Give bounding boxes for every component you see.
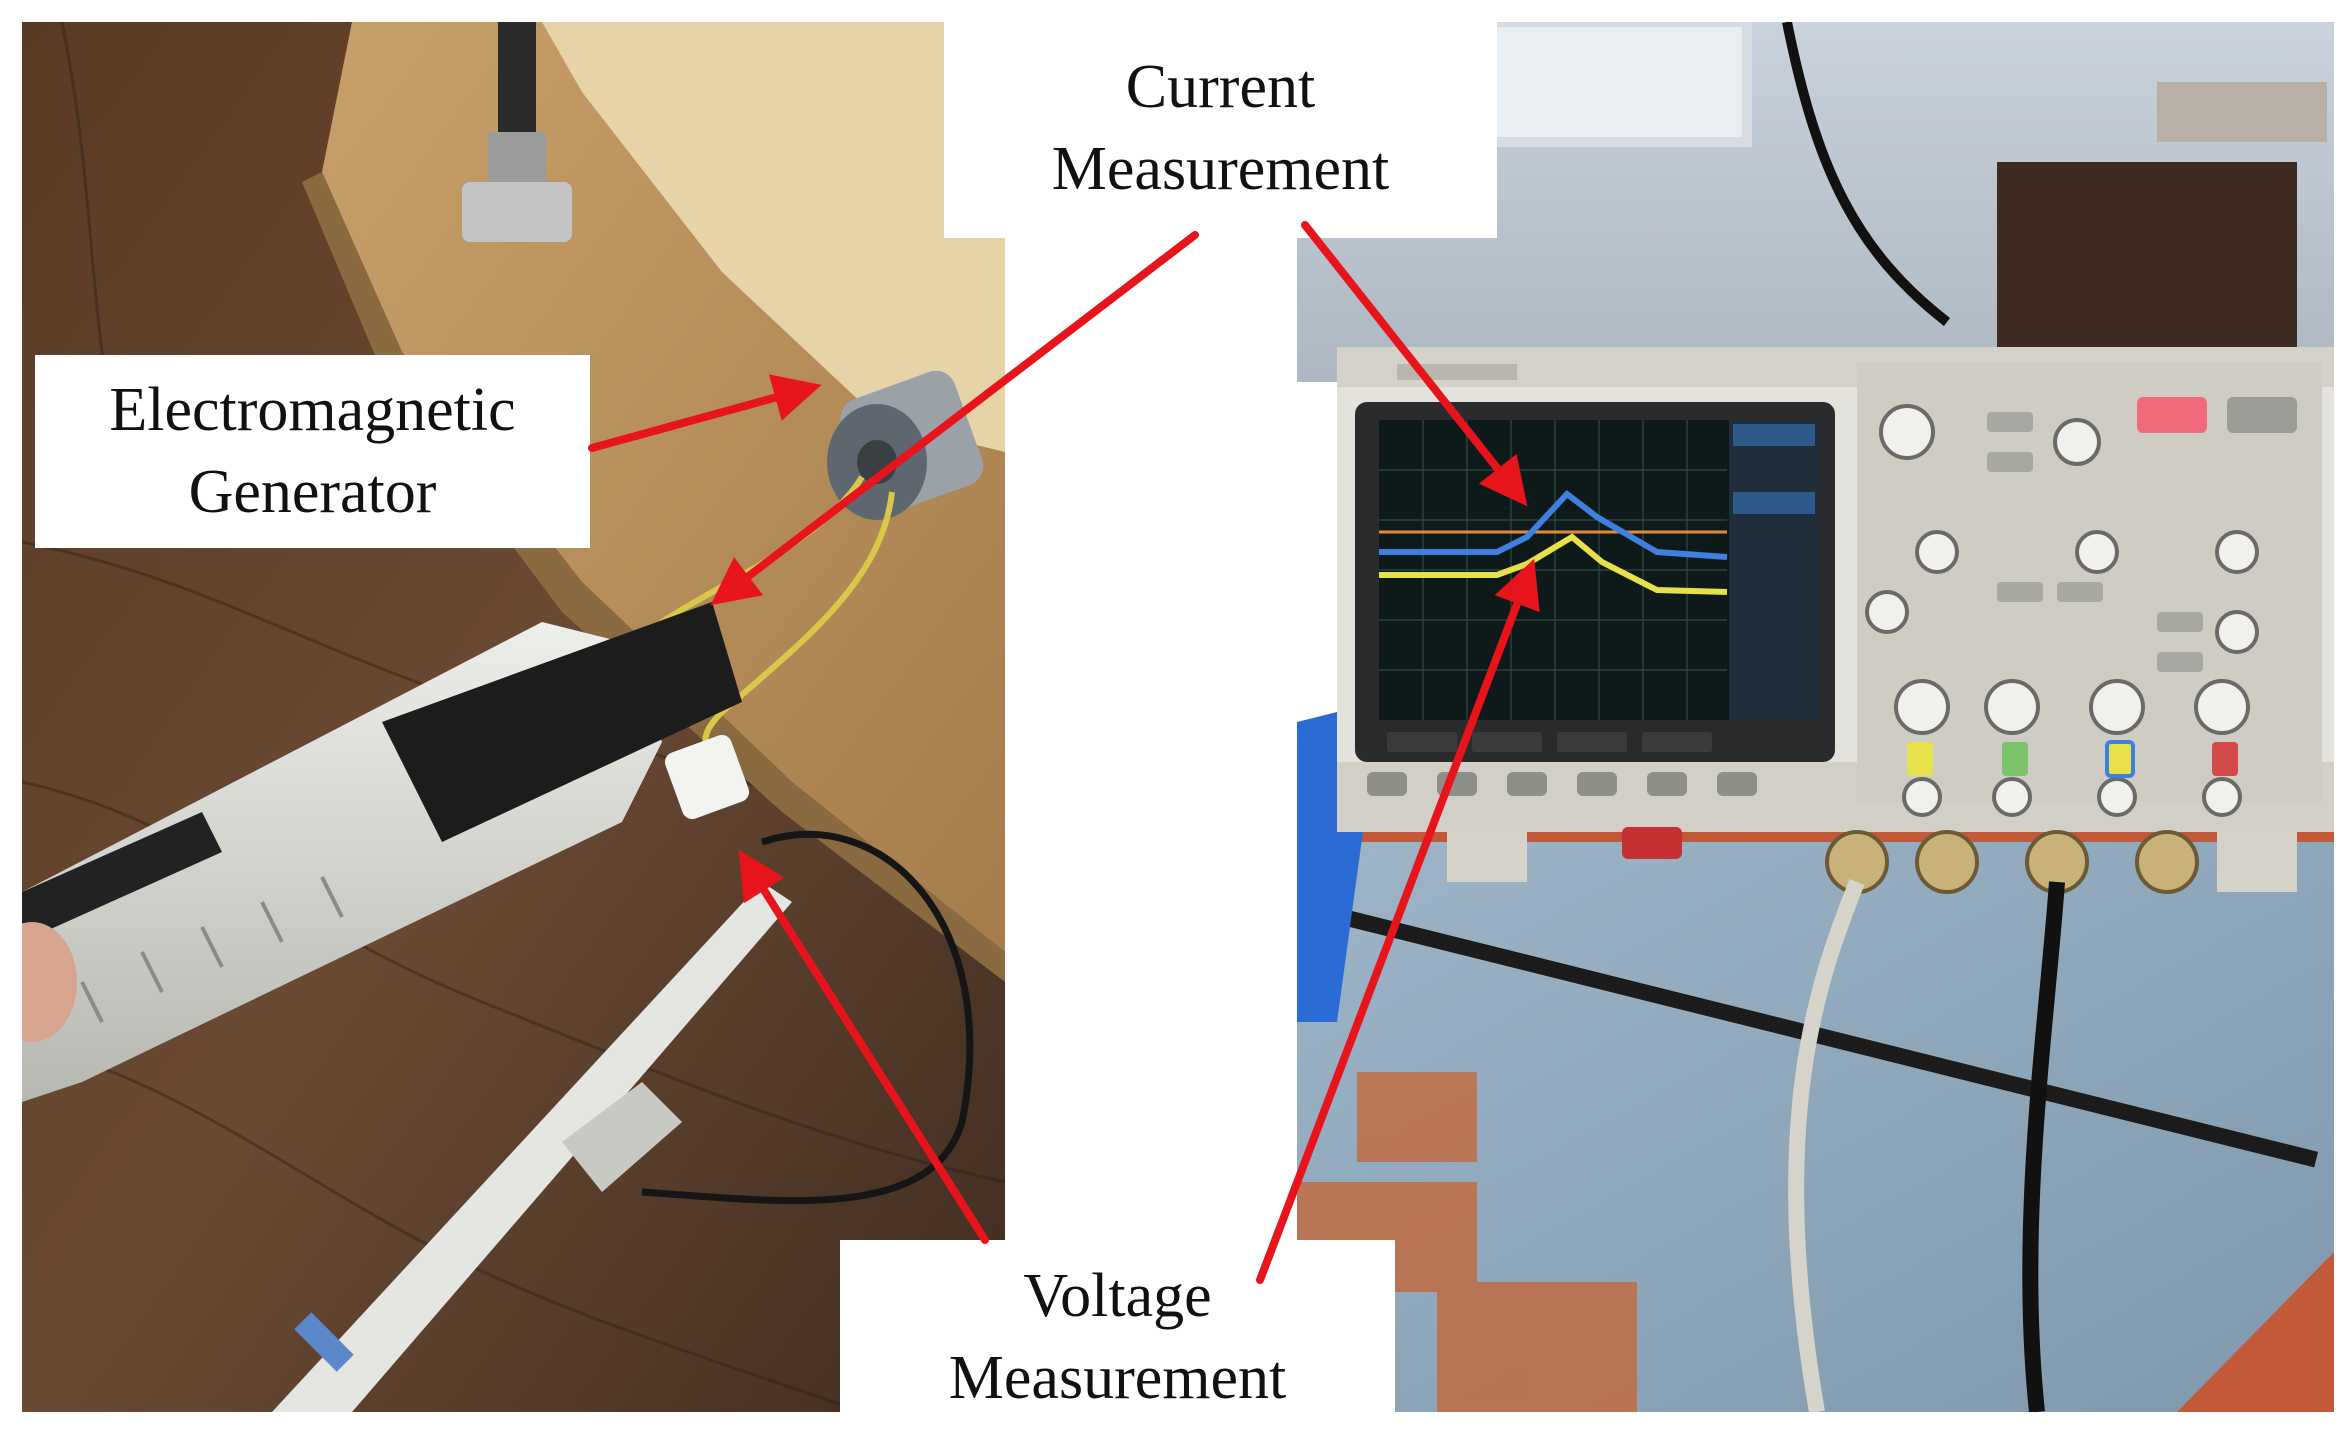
label-current-measurement-line1: Current [1125,53,1316,122]
label-voltage-measurement-line1: Voltage [1023,1261,1212,1330]
oscilloscope-photo [1297,22,2334,1412]
label-electromagnetic-generator: Electromagnetic Generator [35,355,590,548]
setup-photo-left-graphic [22,22,1005,1412]
label-current-measurement-line2: Measurement [1051,135,1390,203]
label-voltage-measurement: Voltage Measurement [840,1240,1395,1435]
label-voltage-measurement-line2: Measurement [948,1343,1287,1412]
label-electromagnetic-generator-line2: Generator [188,457,437,526]
label-electromagnetic-generator-line1: Electromagnetic [109,375,516,444]
oscilloscope-photo-graphic [1297,22,2334,1412]
label-current-measurement: Current Measurement [944,20,1497,238]
setup-photo-left [22,22,1005,1412]
